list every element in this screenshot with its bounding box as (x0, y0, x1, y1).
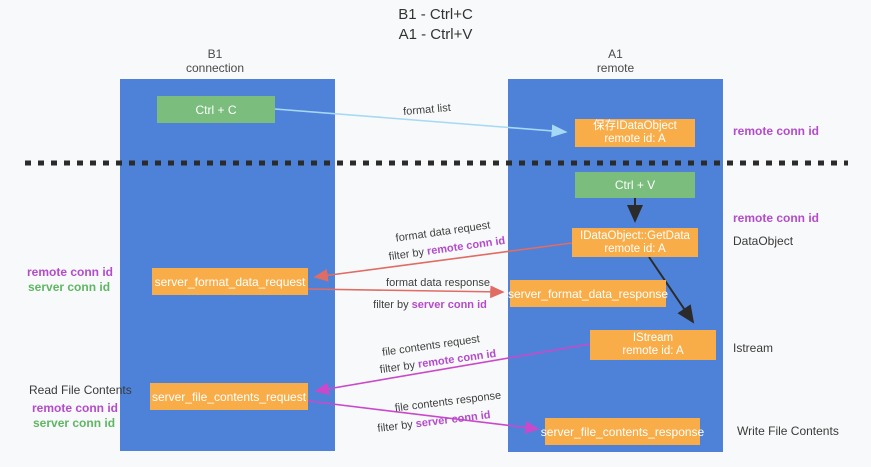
left-column-header: B1 connection (120, 47, 310, 75)
server-conn-id-highlight: server conn id (411, 299, 487, 311)
title-line-1: B1 - Ctrl+C (398, 6, 473, 23)
filter-by-text: filter by (388, 245, 428, 264)
label-remote-conn-id-left-1: remote conn id (27, 265, 114, 279)
node-istream-line2: remote id: A (622, 345, 684, 357)
filter-by-text: filter by (373, 299, 412, 311)
node-save-dataobject-line2: remote id: A (604, 133, 666, 145)
node-istream: IStream remote id: A (590, 330, 716, 360)
diagram-title: B1 - Ctrl+C A1 - Ctrl+V (0, 5, 871, 45)
label-remote-conn-id-right-top: remote conn id (733, 124, 820, 138)
label-read-file-contents: Read File Contents (29, 383, 132, 397)
label-write-file-contents: Write File Contents (737, 424, 839, 438)
label-filter-server-2: filter by server conn id (377, 409, 491, 435)
label-remote-conn-id-right-mid: remote conn id (733, 211, 820, 225)
node-ctrl-c: Ctrl + C (157, 96, 275, 123)
label-filter-server-1: filter by server conn id (373, 299, 487, 311)
node-ctrl-v-label: Ctrl + V (614, 178, 656, 192)
label-server-conn-id-left-2: server conn id (33, 416, 116, 430)
label-server-conn-id-left-1: server conn id (28, 280, 111, 294)
node-server-format-data-request: server_format_data_request (152, 268, 308, 295)
node-ctrl-v: Ctrl + V (575, 172, 695, 198)
node-file-request-label: server_file_contents_request (151, 389, 307, 404)
node-format-request-label: server_format_data_request (154, 274, 306, 289)
node-getdata-line1: IDataObject::GetData (580, 229, 690, 242)
label-format-list: format list (402, 101, 452, 119)
label-dataobject: DataObject (733, 234, 794, 248)
node-server-format-data-response: server_format_data_response (507, 280, 669, 307)
node-server-file-contents-request: server_file_contents_request (150, 383, 308, 410)
left-column-name: B1 (207, 47, 223, 61)
node-ctrl-c-label: Ctrl + C (195, 102, 237, 117)
right-column-header: A1 remote (508, 47, 723, 75)
node-save-dataobject: 保存IDataObject remote id: A (575, 119, 695, 147)
right-column-name: A1 (608, 47, 623, 61)
right-column-subtitle: remote (596, 61, 635, 75)
node-idataobject-getdata: IDataObject::GetData remote id: A (572, 228, 698, 257)
server-conn-id-highlight: server conn id (415, 409, 492, 431)
node-getdata-line2: remote id: A (604, 242, 666, 255)
label-remote-conn-id-left-2: remote conn id (32, 401, 119, 415)
title-line-2: A1 - Ctrl+V (398, 26, 473, 43)
node-format-response-label: server_format_data_response (507, 286, 669, 301)
left-column-subtitle: connection (185, 61, 245, 75)
node-file-response-label: server_file_contents_response (540, 424, 705, 439)
label-istream: Istream (733, 341, 774, 355)
node-istream-line1: IStream (632, 332, 674, 344)
node-save-dataobject-line1: 保存IDataObject (593, 120, 677, 132)
filter-by-text: filter by (379, 358, 419, 377)
label-format-data-response: format data response (386, 277, 490, 289)
format-data-response-arrow (307, 285, 505, 299)
filter-by-text: filter by (376, 418, 417, 435)
node-server-file-contents-response: server_file_contents_response (541, 418, 704, 445)
